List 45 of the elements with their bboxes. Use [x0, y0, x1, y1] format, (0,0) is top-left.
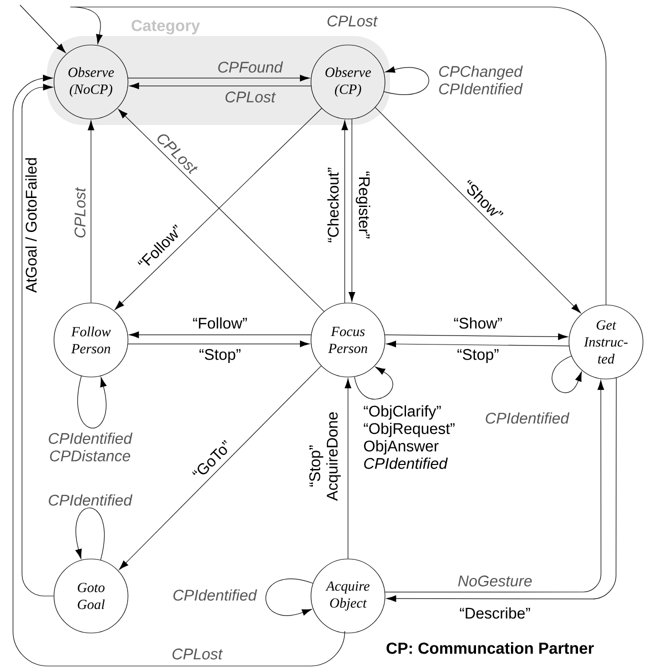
edge-label: “Stop” [200, 349, 240, 363]
edge-label: CPLost [172, 648, 223, 660]
arrow [129, 82, 312, 90]
arrow [128, 74, 310, 82]
arrow [341, 120, 348, 304]
arrow [384, 333, 568, 340]
edge-label: “ObjClarify” “ObjRequest” ObjAnswer CPIdentified [364, 405, 455, 469]
edge-label: CPIdentified [48, 494, 132, 506]
edge-label: “Stop” AcquireDone [309, 412, 341, 501]
edge-label: CPIdentified CPDistance [48, 432, 132, 462]
node-label: Category [132, 20, 200, 34]
edge-label: CPIdentified [486, 412, 570, 424]
note-text: CP: Communcation Partner [386, 642, 594, 654]
edge-label: “Register” [356, 172, 370, 238]
loop-arrow [77, 376, 107, 428]
arrow [129, 332, 312, 338]
arrow [348, 118, 356, 302]
arrow [70, 6, 606, 305]
edge-label: CPIdentified [173, 589, 258, 601]
loop-arrow [552, 356, 582, 394]
loop-arrow [354, 366, 393, 400]
arrow [386, 340, 570, 348]
loop-arrow [266, 578, 314, 616]
arrow [20, 4, 66, 54]
edge-label: “Checkout” [327, 168, 339, 242]
edge-label: CPChanged CPIdentified [439, 66, 523, 94]
edge-label: “Show” [454, 317, 502, 329]
edge-label: “Describe” [460, 607, 530, 619]
arrow [22, 84, 54, 596]
edge-label: “Stop” [458, 349, 498, 363]
edge-label: CPLost [74, 187, 86, 238]
edge-label: CPLost [226, 92, 276, 102]
edge-label: CPFound [218, 61, 284, 73]
edge-label: CPLost [328, 16, 378, 26]
loop-arrow [384, 66, 430, 95]
edge-label: AtGoal / GotoFailed [25, 158, 37, 293]
edge-label: “Follow” [193, 317, 247, 329]
arrow [119, 366, 322, 570]
arrow [12, 74, 346, 666]
arrow [374, 107, 581, 314]
loop-arrow [75, 508, 105, 560]
arrow [128, 340, 310, 348]
edge-label: NoGesture [458, 576, 532, 586]
arrow [344, 378, 352, 559]
arrow [88, 120, 94, 303]
